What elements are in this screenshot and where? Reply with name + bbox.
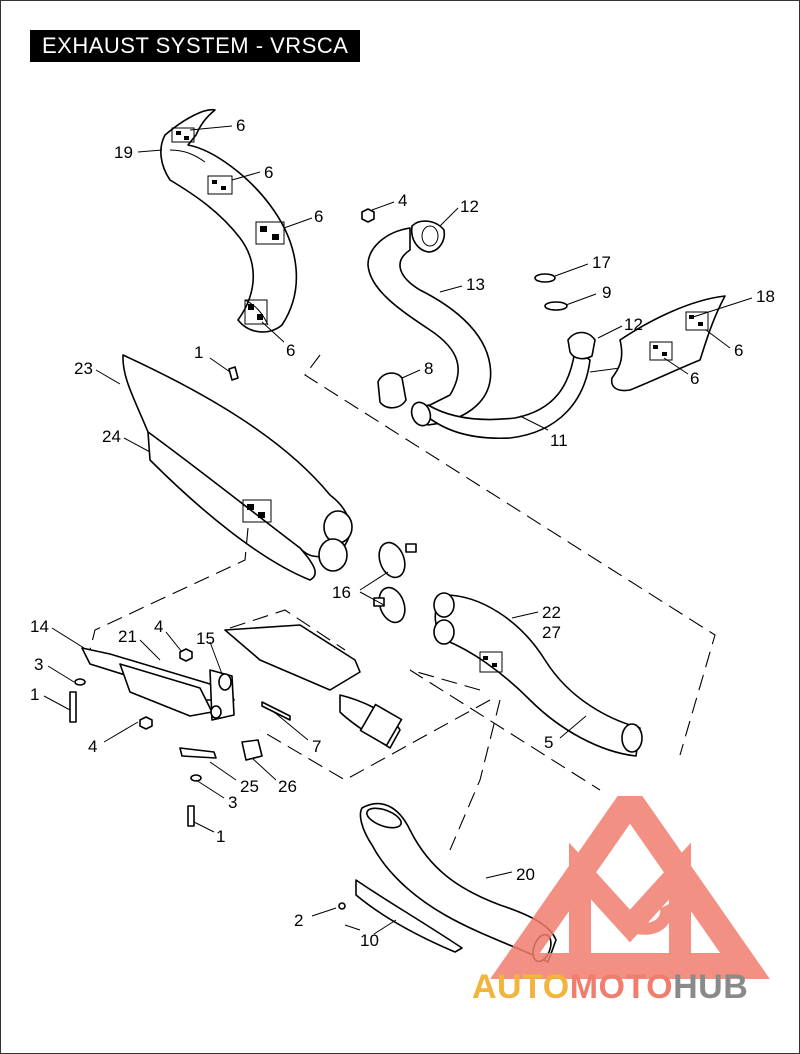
clip-symbol — [207, 175, 233, 195]
callout-4: 4 — [398, 191, 407, 210]
callout-3: 3 — [228, 793, 237, 812]
callout-17: 17 — [592, 253, 611, 272]
callout-14: 14 — [30, 617, 49, 636]
callout-10: 10 — [360, 931, 379, 950]
callout-24: 24 — [102, 427, 121, 446]
callout-9: 9 — [602, 283, 611, 302]
callout-13: 13 — [466, 275, 485, 294]
callout-3: 3 — [34, 655, 43, 674]
callout-6: 6 — [236, 116, 245, 135]
callout-27: 27 — [542, 623, 561, 642]
reference-lines — [89, 354, 716, 931]
leader-lines — [43, 125, 753, 935]
callout-1: 1 — [194, 343, 203, 362]
header-pipe-assembly — [367, 220, 621, 440]
callout-6: 6 — [314, 207, 323, 226]
callout-labels: 6 19 6 6 6 4 12 13 17 9 18 12 6 6 1 23 8… — [30, 116, 775, 950]
callout-4: 4 — [154, 617, 163, 636]
callout-20: 20 — [516, 865, 535, 884]
automotohub-logo — [490, 796, 770, 979]
clamps — [373, 541, 417, 624]
mount-bracket-assembly — [69, 624, 403, 827]
callout-2: 2 — [294, 911, 303, 930]
callout-21: 21 — [118, 627, 137, 646]
callout-6: 6 — [286, 341, 295, 360]
heat-shield-front — [160, 109, 298, 333]
callout-22: 22 — [542, 603, 561, 622]
watermark-text: AUTOMOTOHUB — [472, 968, 749, 1006]
callout-6: 6 — [264, 163, 273, 182]
callout-5: 5 — [544, 733, 553, 752]
clip-symbol — [244, 299, 268, 325]
callout-25: 25 — [240, 777, 259, 796]
muffler-right — [433, 592, 643, 757]
callout-16: 16 — [332, 583, 351, 602]
callout-4: 4 — [88, 737, 97, 756]
callout-1: 1 — [30, 685, 39, 704]
hardware-top — [361, 208, 568, 409]
callout-26: 26 — [278, 777, 297, 796]
callout-15: 15 — [196, 629, 215, 648]
clip-symbol — [255, 221, 285, 245]
callout-12: 12 — [624, 315, 643, 334]
clip-symbol — [479, 651, 503, 673]
callout-23: 23 — [74, 359, 93, 378]
callout-11: 11 — [550, 431, 568, 450]
callout-19: 19 — [114, 143, 133, 162]
callout-8: 8 — [424, 359, 433, 378]
page-title: EXHAUST SYSTEM - VRSCA — [30, 30, 361, 62]
callout-18: 18 — [756, 287, 775, 306]
clip-symbol — [649, 341, 673, 361]
heat-shield-rear — [610, 295, 726, 392]
muffler-left — [122, 354, 353, 581]
clip-symbol — [242, 499, 272, 523]
callout-1: 1 — [216, 827, 225, 846]
clip-symbol — [171, 127, 195, 143]
callout-12: 12 — [460, 197, 479, 216]
callout-6: 6 — [734, 341, 743, 360]
callout-7: 7 — [312, 737, 321, 756]
callout-6: 6 — [690, 369, 699, 388]
